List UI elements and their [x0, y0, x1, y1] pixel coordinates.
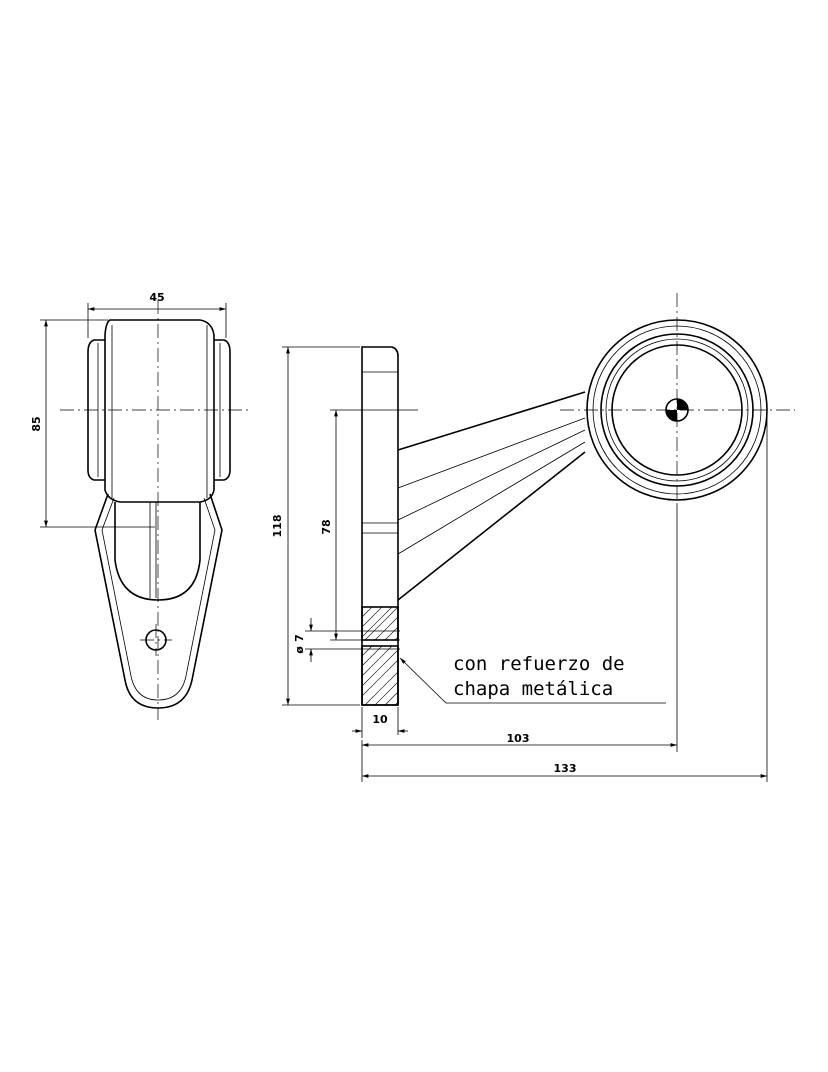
dim-78-label: 78 [320, 519, 333, 534]
dim-45-label: 45 [149, 291, 164, 304]
dim-diameter-symbol: ø [293, 646, 306, 654]
side-view: 45 85 [30, 291, 250, 720]
front-view-arm [397, 391, 586, 601]
front-view-round-lamp [560, 293, 795, 505]
front-view-hatched-upper [361, 606, 399, 641]
dim-118-label: 118 [271, 515, 284, 538]
side-view-bracket [94, 493, 223, 709]
dim-133-label: 133 [554, 762, 577, 775]
front-view-base-plate [361, 346, 399, 706]
note-line-2: chapa metálica [453, 678, 613, 700]
dim-7-label: 7 [293, 634, 306, 642]
front-view-hatched-lower [361, 645, 399, 706]
dim-103-label: 103 [507, 732, 530, 745]
side-view-lens-lower [114, 502, 201, 601]
dim-10-label: 10 [372, 713, 388, 726]
dim-85-label: 85 [30, 416, 43, 431]
note-line-1: con refuerzo de [453, 653, 625, 675]
side-view-left-rim [87, 339, 105, 481]
front-view: 118 78 ø 7 10 103 133 con refuerzo de ch… [271, 293, 795, 782]
side-view-lamp-head [104, 319, 215, 503]
note-leader-line [399, 657, 666, 704]
side-view-right-rim [214, 339, 231, 481]
